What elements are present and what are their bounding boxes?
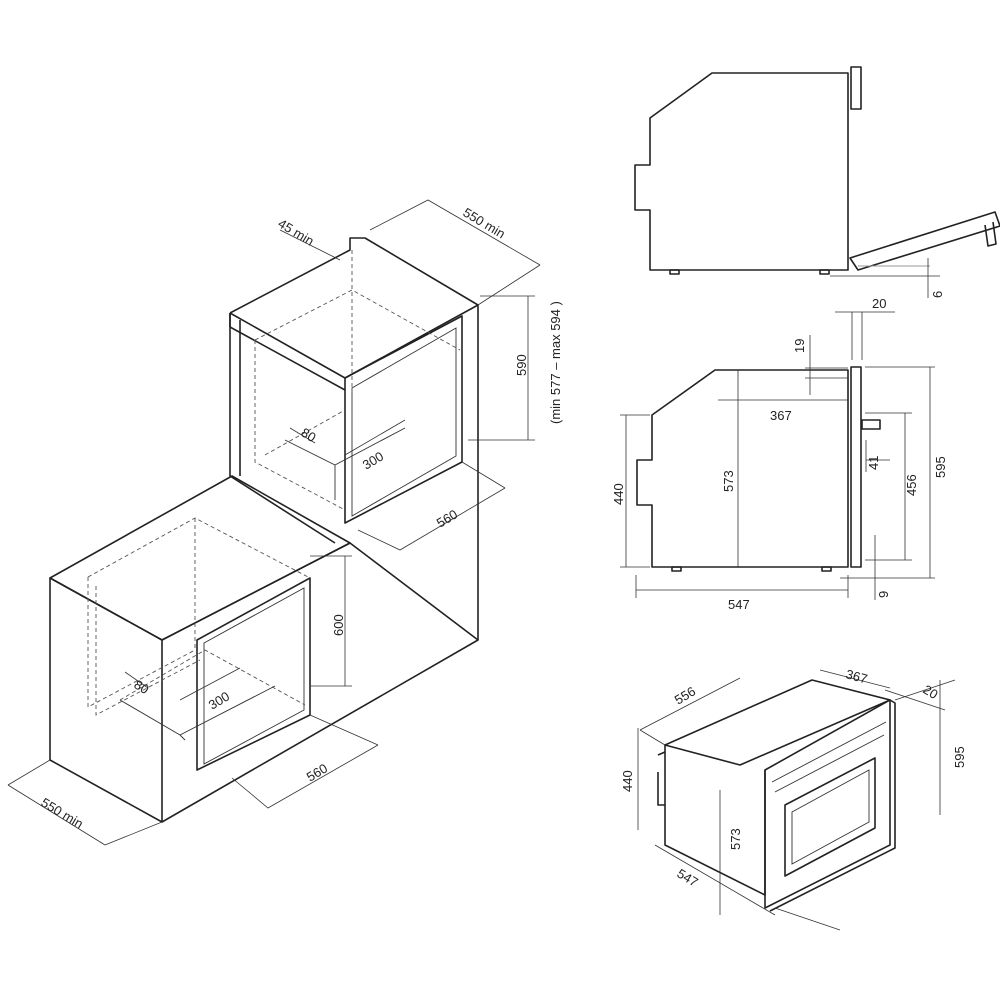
iso-width-label: 556	[672, 684, 698, 708]
column-vent-depth-label: 80	[298, 425, 318, 445]
lower-height-label: 600	[331, 614, 346, 636]
body-depth-label: 547	[728, 597, 750, 612]
iso-height-label: 595	[952, 746, 967, 768]
door-thickness-label: 20	[872, 296, 886, 311]
back-height-label: 440	[611, 483, 626, 505]
lower-vent-depth-label: 80	[131, 677, 151, 697]
inner-depth-label: 367	[770, 408, 792, 423]
door-open-label: 6	[930, 291, 945, 298]
handle-label: 41	[866, 456, 881, 470]
iso-back-height-label: 440	[620, 770, 635, 792]
iso-door-label: 20	[920, 682, 940, 702]
iso-body-height-label: 573	[728, 828, 743, 850]
side-view-dimensions	[620, 311, 935, 600]
lower-cabinet	[7, 475, 479, 846]
door-height-label: 456	[904, 474, 919, 496]
column-cabinet	[229, 199, 541, 640]
panel-label: 19	[792, 339, 807, 353]
column-gap-label: 45 min	[275, 216, 316, 249]
lower-depth-label: 550 min	[38, 795, 85, 832]
iso-inner-label: 367	[844, 666, 869, 686]
column-width-label: 560	[434, 507, 460, 531]
side-view-door-open	[634, 66, 1000, 298]
lower-vent-width-label: 300	[206, 689, 232, 713]
column-height-label: 590	[514, 354, 529, 376]
column-height-range-label: (min 577 – max 594 )	[548, 301, 563, 424]
column-vent-width-label: 300	[360, 449, 386, 473]
isometric-oven	[637, 669, 956, 931]
body-height-label: 573	[721, 470, 736, 492]
total-height-label: 595	[933, 456, 948, 478]
foot-label: 9	[876, 591, 891, 598]
lower-width-label: 560	[304, 761, 330, 785]
dimension-labels: 550 min 560 600 80 300 45 min 550 min 59…	[38, 205, 967, 890]
